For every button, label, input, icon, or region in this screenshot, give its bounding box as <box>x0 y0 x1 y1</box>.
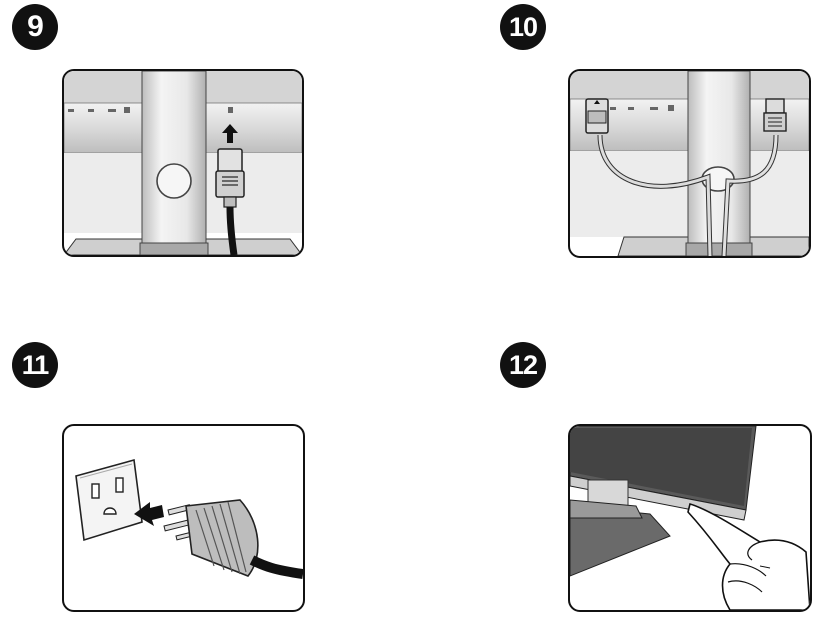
step-11-number: 11 <box>21 349 50 380</box>
monitor-rear-cable-routing <box>570 71 809 256</box>
step-12-illustration <box>568 424 812 612</box>
step-9-illustration <box>62 69 304 257</box>
step-12-number: 12 <box>508 349 538 380</box>
step-10-badge: 10 <box>500 4 546 50</box>
pointing-hand-icon <box>687 502 810 610</box>
step-10-number: 10 <box>508 11 538 42</box>
step-12-badge: 12 <box>500 342 546 388</box>
step-11-badge: 11 <box>12 342 58 388</box>
step-11-illustration <box>62 424 305 612</box>
step-10-illustration <box>568 69 811 258</box>
monitor-power-button-press <box>570 426 810 610</box>
monitor-rear-power-connect <box>64 71 302 255</box>
arrow-left-icon <box>134 502 164 526</box>
wall-outlet-plug <box>75 458 303 579</box>
arrow-up-icon <box>222 124 238 143</box>
step-9-number: 9 <box>27 10 44 43</box>
step-9-badge: 9 <box>12 4 58 50</box>
